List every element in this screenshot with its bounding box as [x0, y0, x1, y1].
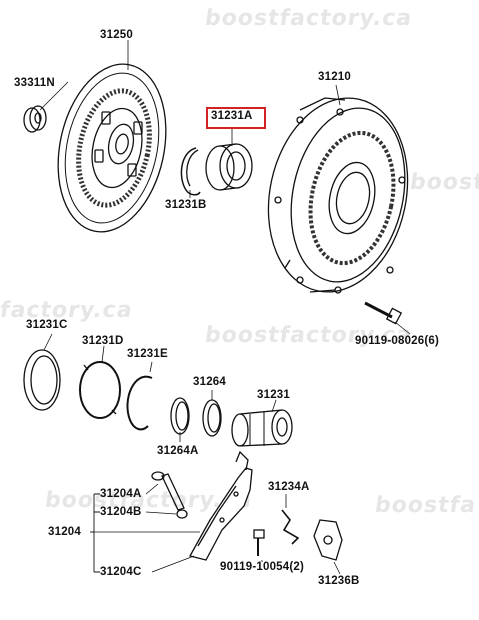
label-31231e[interactable]: 31231E [127, 348, 168, 360]
ring-31231d-part [79, 361, 121, 419]
bearing-31231-part [231, 409, 293, 447]
label-31204[interactable]: 31204 [48, 526, 81, 538]
label-31236b[interactable]: 31236B [318, 575, 360, 587]
clutch-disc-part [57, 63, 167, 233]
label-90119-08026[interactable]: 90119-08026(6) [355, 335, 440, 347]
label-31204c[interactable]: 31204C [100, 566, 142, 578]
leader-33311n [39, 81, 69, 111]
label-31231[interactable]: 31231 [257, 389, 290, 401]
release-fork-part [189, 450, 253, 561]
label-31231a[interactable]: 31231A [211, 110, 253, 122]
label-33311n[interactable]: 33311N [14, 77, 55, 89]
bolt-90119-10054-part [253, 529, 265, 556]
pivot-31204a-part [151, 471, 185, 511]
label-31204b[interactable]: 31204B [100, 506, 142, 518]
label-31210[interactable]: 31210 [318, 71, 351, 83]
seal-31231c-part [23, 349, 61, 411]
bolt-90119-08026-part [364, 301, 403, 325]
label-31204a[interactable]: 31204A [100, 488, 142, 500]
clip-31204b-part [176, 509, 188, 519]
label-31231d[interactable]: 31231D [82, 335, 124, 347]
label-31264a[interactable]: 31264A [157, 445, 199, 457]
pressure-plate-part [267, 97, 409, 294]
pilot-bearing-part [23, 105, 47, 133]
highlight-box-31231a [206, 107, 266, 129]
release-bearing-31231a-part [205, 143, 253, 191]
label-31234a[interactable]: 31234A [268, 481, 310, 493]
ring-31264-part [202, 399, 222, 437]
label-31264[interactable]: 31264 [193, 376, 226, 388]
snap-ring-31231b-part [180, 147, 201, 196]
label-90119-10054[interactable]: 90119-10054(2) [220, 561, 305, 573]
spring-31234a-part [281, 509, 300, 545]
ring-31264a-part [170, 397, 190, 435]
label-31250[interactable]: 31250 [100, 29, 133, 41]
bracket-31236b-part [313, 519, 343, 561]
label-31231b[interactable]: 31231B [165, 199, 207, 211]
label-31231c[interactable]: 31231C [26, 319, 68, 331]
leader-90119-08026 [394, 321, 411, 335]
leader-31210 [335, 84, 341, 106]
ring-31231e-part [126, 375, 153, 431]
